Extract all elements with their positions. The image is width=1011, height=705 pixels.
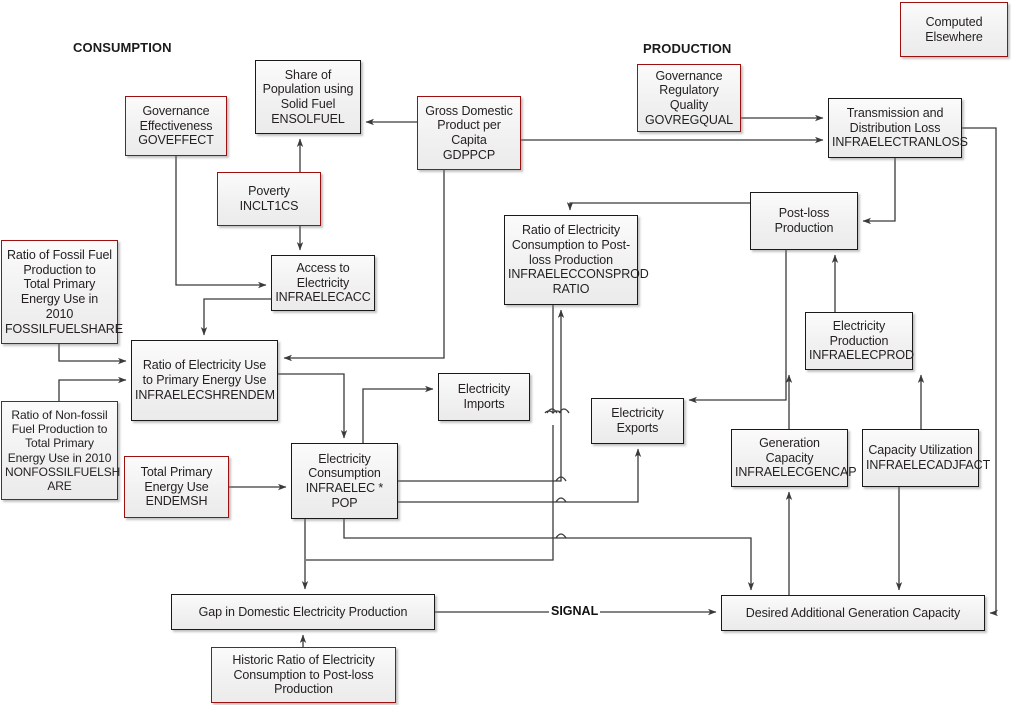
edge-infraelecshrendem-consumption [278,373,348,439]
edge-postloss-infraelecconsprodratio [566,202,750,211]
node-poverty[interactable]: Poverty INCLT1CS [217,172,321,226]
node-label: Ratio of Non-fossil Fuel Production to T… [5,408,121,493]
section-title-consumption: CONSUMPTION [73,40,172,55]
node-label: Electricity Exports [611,406,664,435]
node-fossil-fuel-share[interactable]: Ratio of Fossil Fuel Production to Total… [1,240,123,344]
node-electricity-exports[interactable]: Electricity Exports [591,398,684,444]
edge-consumption-consprodratio [398,309,565,482]
node-electricity-production[interactable]: Electricity Production INFRAELECPROD [805,312,914,370]
node-label: Computed Elsewhere [925,14,983,44]
edge-infraelectranloss-desired [962,127,998,617]
node-governance-effectiveness[interactable]: Governance Effectiveness GOVEFFECT [125,96,227,156]
line-hops [546,408,570,539]
node-gdp-per-capita[interactable]: Gross Domestic Product per Capita GDPPCP [417,96,521,170]
edge-consprodratio-vert-left [306,305,554,561]
edge-consumption-imports [362,385,434,443]
node-label: Desired Additional Generation Capacity [745,605,961,620]
node-electricity-consumption[interactable]: Electricity Consumption INFRAELEC * POP [291,443,398,519]
section-title-production: PRODUCTION [643,41,732,56]
node-label: Governance Effectiveness GOVEFFECT [138,103,214,148]
edge-hop-1 [544,410,562,415]
node-label: Governance Regulatory Quality GOVREGQUAL [645,68,733,127]
edge-consumption-desired [343,519,755,591]
node-label: Post-loss Production [774,206,834,235]
node-label: Gross Domestic Product per Capita GDPPCP [425,103,513,162]
node-label: Gap in Domestic Electricity Production [198,604,408,619]
node-label: Capacity Utilization INFRAELECADJFACT [866,443,991,472]
node-label: Total Primary Energy Use ENDEMSH [140,464,213,509]
node-label: Generation Capacity INFRAELECGENCAP [735,435,857,480]
node-label: Electricity Consumption INFRAELEC * POP [305,451,384,510]
edge-fossilfuelshare-infraelecshrendem [58,344,127,365]
node-computed-elsewhere[interactable]: Computed Elsewhere [900,2,1008,57]
node-label: Ratio of Fossil Fuel Production to Total… [5,247,123,336]
node-governance-regulatory-quality[interactable]: Governance Regulatory Quality GOVREGQUAL [637,64,741,132]
edge-imports-consumption [334,390,371,438]
edge-goveffect-infraelecacc [175,156,267,289]
edge-gdppcp-infraelectranloss [468,136,824,170]
node-post-loss-production[interactable]: Post-loss Production [750,192,858,250]
node-electricity-imports[interactable]: Electricity Imports [438,373,530,421]
node-label: Historic Ratio of Electricity Consumptio… [232,652,375,697]
node-ratio-consumption-to-postloss[interactable]: Ratio of Electricity Consumption to Post… [504,215,649,305]
node-label: Electricity Production INFRAELECPROD [809,318,914,363]
node-label: Ratio of Electricity Consumption to Post… [508,223,649,297]
node-share-population-solid-fuel[interactable]: Share of Population using Solid Fuel ENS… [255,60,361,134]
node-access-to-electricity[interactable]: Access to Electricity INFRAELECACC [271,255,375,311]
node-ratio-electricity-use-primary-energy[interactable]: Ratio of Electricity Use to Primary Ener… [131,340,278,421]
node-label: Access to Electricity INFRAELECACC [275,260,371,305]
edge-consumption-exports [398,448,642,503]
node-nonfossil-fuel-share[interactable]: Ratio of Non-fossil Fuel Production to T… [1,401,121,500]
node-transmission-distribution-loss[interactable]: Transmission and Distribution Loss INFRA… [828,98,968,158]
edge-label-signal: SIGNAL [549,604,601,618]
node-total-primary-energy-use[interactable]: Total Primary Energy Use ENDEMSH [124,456,229,518]
node-label: Transmission and Distribution Loss INFRA… [832,105,968,150]
edge-postloss-exports [688,250,787,404]
node-label: Share of Population using Solid Fuel ENS… [262,67,354,126]
node-historic-ratio-consumption-postloss[interactable]: Historic Ratio of Electricity Consumptio… [211,647,396,703]
edge-infraelectranloss-postloss [862,158,896,225]
node-desired-additional-generation-capacity[interactable]: Desired Additional Generation Capacity [721,595,985,631]
node-label: Poverty INCLT1CS [239,184,299,213]
node-label: Electricity Imports [457,382,511,411]
edge-nonfossilfuelshare-infraelecshrendem [58,376,127,401]
node-capacity-utilization[interactable]: Capacity Utilization INFRAELECADJFACT [862,429,991,487]
node-generation-capacity[interactable]: Generation Capacity INFRAELECGENCAP [731,429,857,487]
edge-infraelecacc-infraelecshrendem [200,298,271,336]
edge-gdppcp-infraelecshrendem [283,170,445,362]
node-label: Ratio of Electricity Use to Primary Ener… [135,358,275,402]
node-gap-domestic-electricity-production[interactable]: Gap in Domestic Electricity Production [171,594,435,630]
